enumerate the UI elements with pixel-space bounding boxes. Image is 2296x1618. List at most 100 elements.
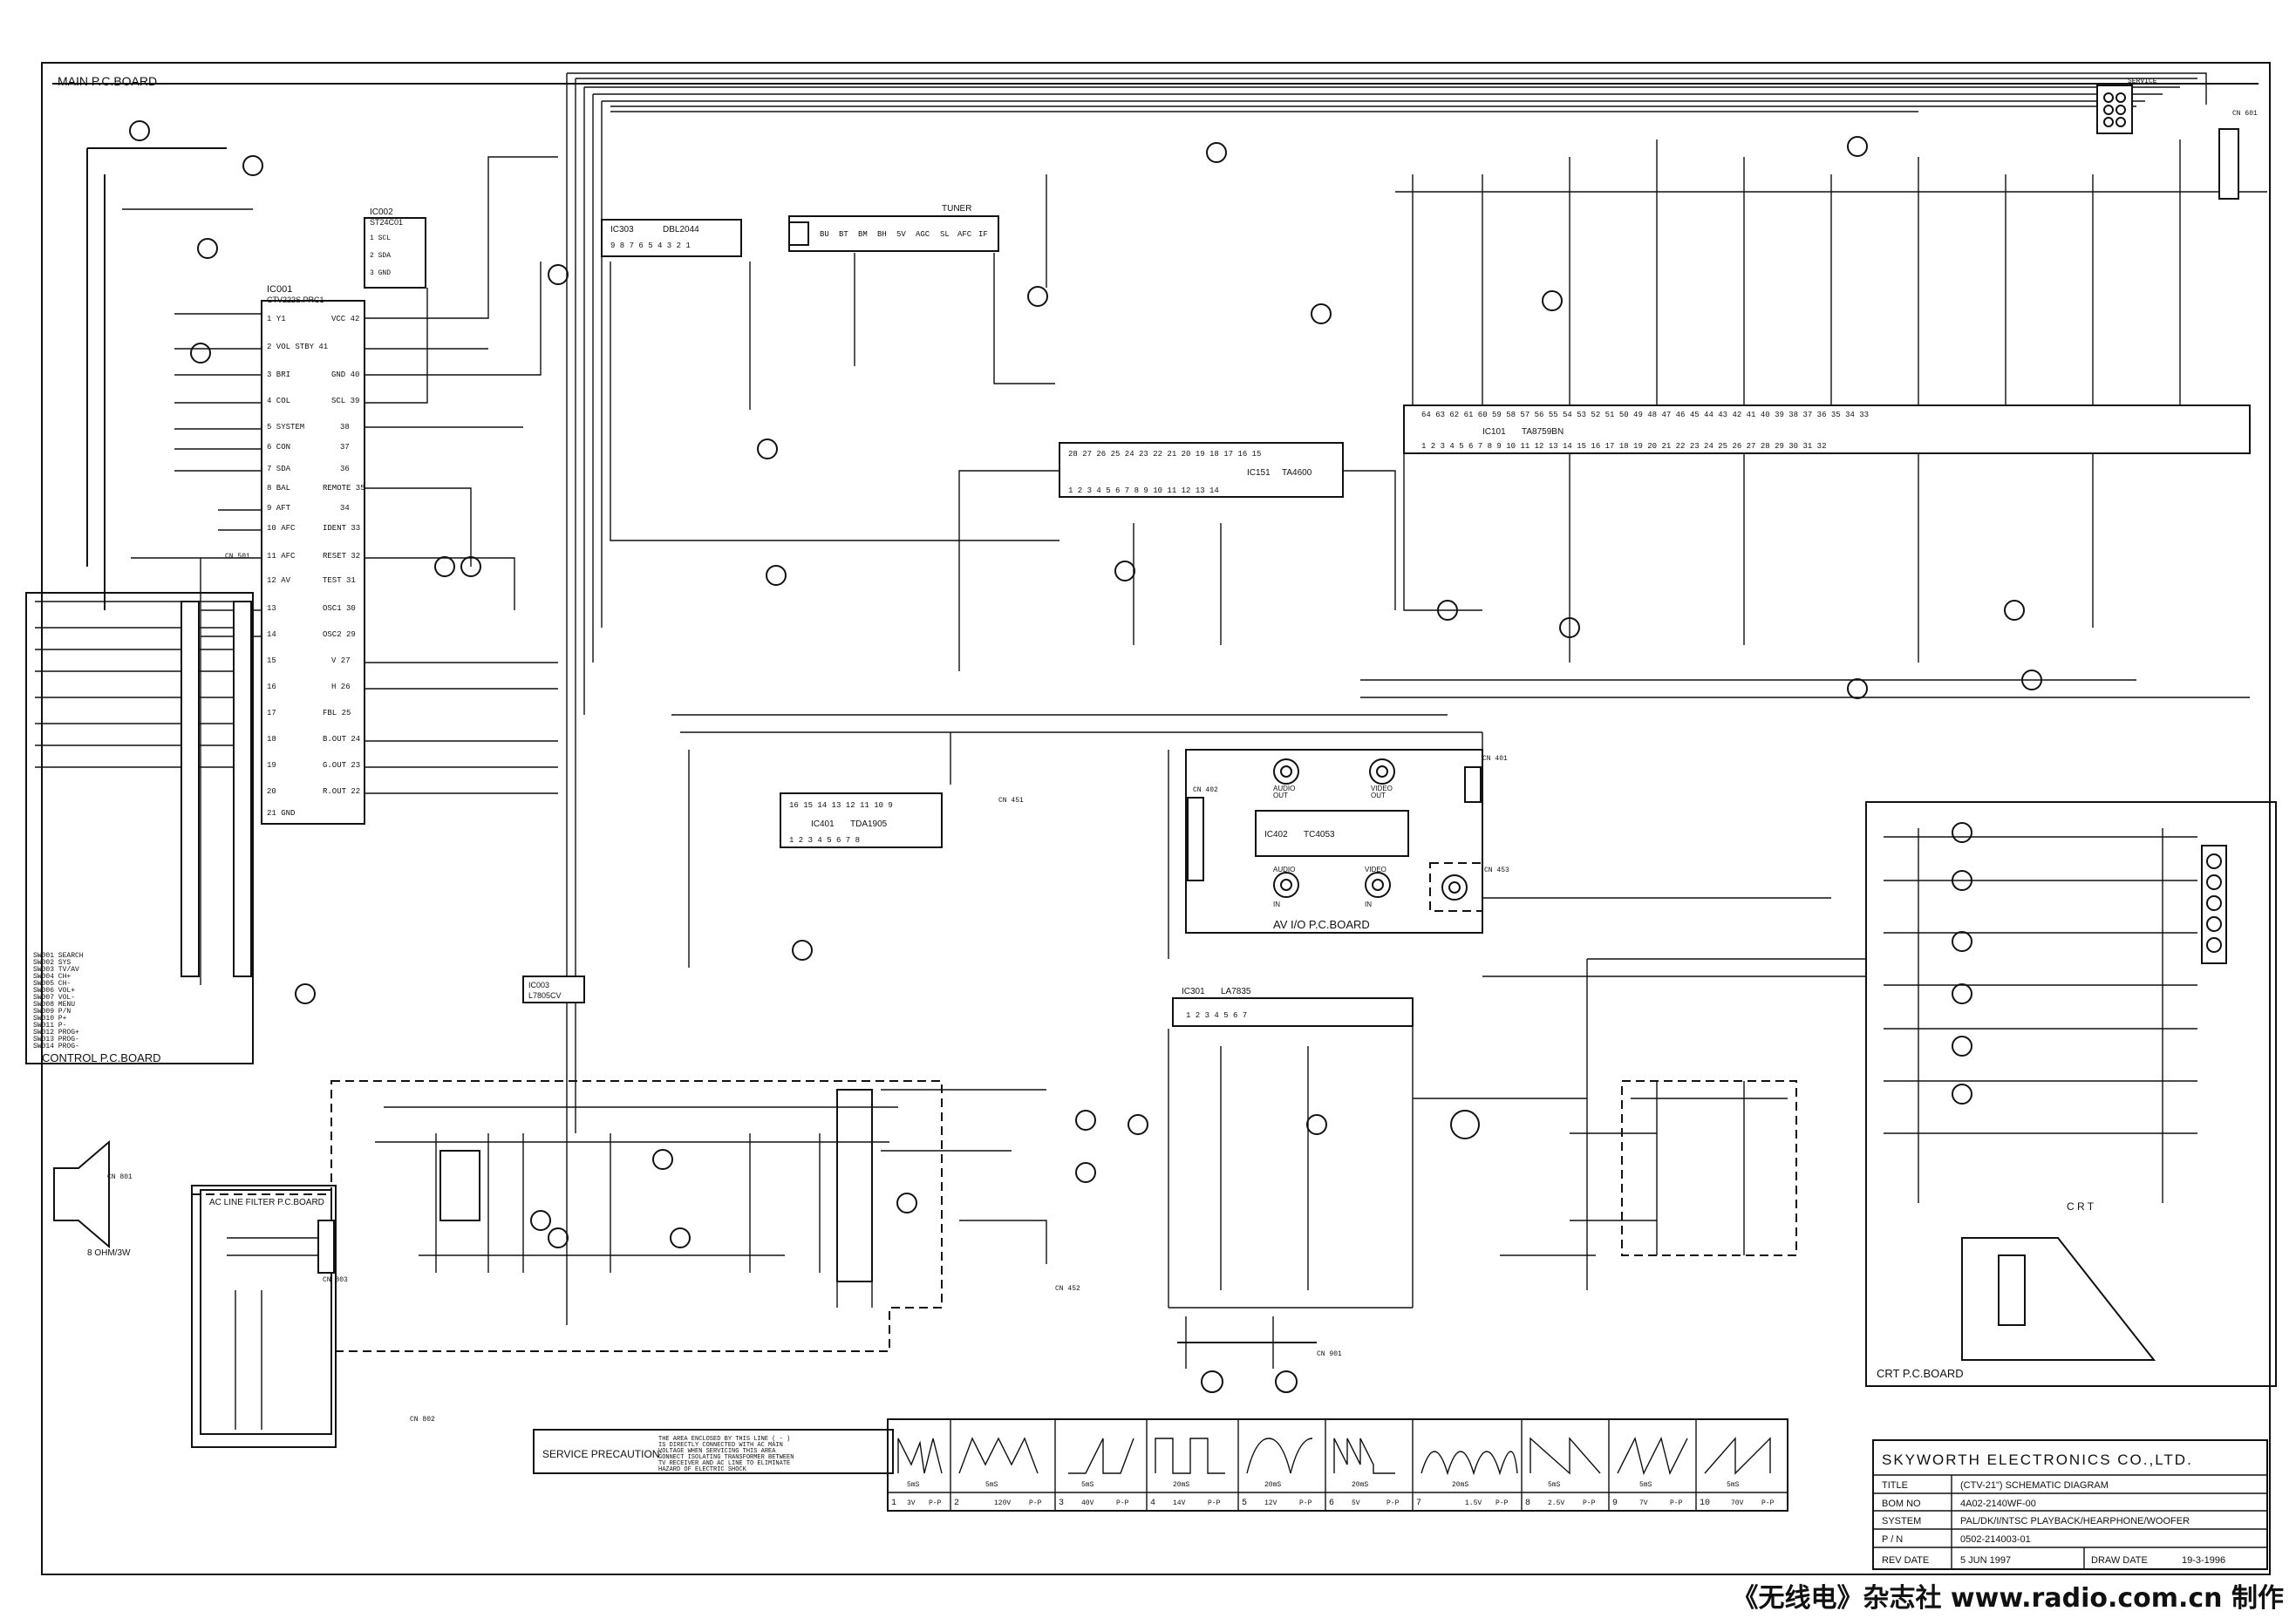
svg-text:H 26: H 26: [331, 683, 351, 691]
svg-text:15: 15: [267, 656, 276, 665]
svg-text:18: 18: [267, 735, 276, 744]
svg-text:5mS: 5mS: [985, 1481, 998, 1489]
svg-text:BM: BM: [858, 230, 868, 239]
svg-text:CONNECT ISOLATING TRANSFORMER: CONNECT ISOLATING TRANSFORMER BETWEEN: [658, 1454, 794, 1461]
svg-text:OSC2 29: OSC2 29: [323, 630, 356, 639]
svg-text:HAZARD OF ELECTRIC SHOCK: HAZARD OF ELECTRIC SHOCK: [658, 1466, 747, 1473]
ac-filter-board: AC LINE FILTER P.C.BOARD: [200, 1189, 335, 1435]
transistor-symbols: [129, 120, 2042, 1248]
svg-text:REV DATE: REV DATE: [1882, 1555, 1929, 1566]
svg-text:CRT P.C.BOARD: CRT P.C.BOARD: [1877, 1367, 1964, 1380]
svg-text:1 2 3 4 5 6 7 8: 1 2 3 4 5 6 7 8 9 10 11 12 13 14 15 16 1…: [1421, 442, 1826, 451]
svg-text:TC4053: TC4053: [1304, 830, 1335, 840]
svg-text:34: 34: [340, 504, 350, 513]
svg-text:20mS: 20mS: [1452, 1481, 1468, 1489]
svg-text:11 AFC: 11 AFC: [267, 552, 296, 561]
svg-text:R.OUT 22: R.OUT 22: [323, 787, 360, 796]
svg-text:CTV222S.PRC1: CTV222S.PRC1: [267, 296, 324, 304]
svg-text:IDENT 33: IDENT 33: [323, 524, 360, 533]
svg-text:2 SDA: 2 SDA: [370, 252, 391, 260]
svg-text:3 GND: 3 GND: [370, 269, 391, 277]
svg-text:5mS: 5mS: [1727, 1481, 1740, 1489]
svg-text:SKYWORTH ELECTRONICS CO.,LTD.: SKYWORTH ELECTRONICS CO.,LTD.: [1882, 1451, 2193, 1468]
svg-text:REMOTE 35: REMOTE 35: [323, 484, 365, 493]
svg-text:VCC 42: VCC 42: [331, 315, 359, 323]
svg-text:2 VOL STBY 41: 2 VOL STBY 41: [267, 343, 328, 351]
svg-text:IC303: IC303: [610, 225, 634, 235]
svg-text:5: 5: [1242, 1499, 1247, 1508]
svg-text:FBL 25: FBL 25: [323, 709, 351, 717]
svg-text:SW011 P-: SW011 P-: [33, 1022, 66, 1030]
ic303: IC303 DBL2044 9 8 7 6 5 4 3 2 1: [601, 219, 742, 257]
svg-text:0502-214003-01: 0502-214003-01: [1960, 1534, 2031, 1545]
service-precaution-box: SERVICE PRECAUTION: THE AREA ENCLOSED BY…: [533, 1429, 894, 1474]
svg-text:5mS: 5mS: [1548, 1481, 1561, 1489]
svg-text:LA7835: LA7835: [1221, 987, 1251, 996]
svg-text:CN 451: CN 451: [998, 797, 1024, 805]
svg-text:SW001 SEARCH: SW001 SEARCH: [33, 952, 84, 960]
control-board: CONTROL P.C.BOARD SW001 SEARCH SW002 SYS…: [25, 592, 254, 1064]
svg-text:CN 401: CN 401: [1482, 755, 1508, 763]
svg-text:AV I/O P.C.BOARD: AV I/O P.C.BOARD: [1273, 918, 1370, 931]
svg-text:17: 17: [267, 709, 276, 717]
svg-text:OUT: OUT: [1273, 792, 1288, 799]
svg-text:IC151: IC151: [1247, 468, 1271, 478]
svg-text:SW012 PROG+: SW012 PROG+: [33, 1029, 79, 1037]
svg-text:TEST 31: TEST 31: [323, 576, 356, 585]
svg-text:IN: IN: [1273, 901, 1280, 908]
svg-text:20: 20: [267, 787, 276, 796]
svg-text:SW013 PROG-: SW013 PROG-: [33, 1036, 79, 1044]
svg-text:TA4600: TA4600: [1282, 468, 1312, 478]
svg-text:ST24C01: ST24C01: [370, 218, 403, 227]
svg-text:2.5V: 2.5V: [1548, 1499, 1564, 1507]
main-board-label: MAIN P.C.BOARD: [58, 74, 157, 88]
svg-text:BOM NO: BOM NO: [1882, 1499, 1921, 1509]
svg-text:1 Y1: 1 Y1: [267, 315, 286, 323]
connector-labels: CN 401 CN 402 CN 451 CN 452 CN 453 CN 60…: [107, 78, 2258, 1424]
svg-text:BH: BH: [877, 230, 887, 239]
svg-text:1 SCL: 1 SCL: [370, 235, 391, 242]
svg-text:AC LINE FILTER P.C.BOARD: AC LINE FILTER P.C.BOARD: [209, 1198, 324, 1207]
svg-text:P / N: P / N: [1882, 1534, 1903, 1545]
svg-text:SW005 CH-: SW005 CH-: [33, 980, 71, 988]
svg-text:OUT: OUT: [1371, 792, 1386, 799]
svg-text:2: 2: [954, 1499, 959, 1508]
svg-text:BT: BT: [839, 230, 848, 239]
ic003-regulator: IC003 L7805CV: [522, 976, 585, 1003]
svg-text:RESET 32: RESET 32: [323, 552, 360, 561]
svg-text:CN 402: CN 402: [1193, 786, 1218, 794]
svg-text:P-P: P-P: [1299, 1499, 1312, 1507]
svg-text:TUNER: TUNER: [942, 204, 971, 214]
svg-text:19-3-1996: 19-3-1996: [2182, 1555, 2225, 1566]
deflection-wiring: [1168, 958, 1866, 1393]
svg-text:4 COL: 4 COL: [267, 397, 290, 405]
svg-text:V 27: V 27: [331, 656, 351, 665]
svg-text:IC101: IC101: [1482, 427, 1506, 437]
svg-text:CN 901: CN 901: [1317, 1350, 1342, 1358]
svg-text:TA8759BN: TA8759BN: [1522, 427, 1564, 437]
svg-text:SCL 39: SCL 39: [331, 397, 359, 405]
svg-text:IS DIRECTLY CONNECTED WITH AC: IS DIRECTLY CONNECTED WITH AC MAIN: [658, 1442, 783, 1449]
svg-text:GND 40: GND 40: [331, 371, 359, 379]
svg-text:7: 7: [1416, 1499, 1421, 1508]
title-block: SKYWORTH ELECTRONICS CO.,LTD. TITLE (CTV…: [1872, 1439, 2268, 1570]
ic301-vertical-output: IC301 LA7835 1 2 3 4 5 6 7: [1172, 987, 1414, 1027]
svg-text:PAL/DK/I/NTSC PLAYBACK/HEARPHO: PAL/DK/I/NTSC PLAYBACK/HEARPHONE/WOOFER: [1960, 1516, 2190, 1526]
svg-text:5mS: 5mS: [1081, 1481, 1094, 1489]
svg-text:SW009 P/N: SW009 P/N: [33, 1008, 71, 1016]
svg-text:SW002 SYS: SW002 SYS: [33, 959, 71, 967]
svg-text:P-P: P-P: [1386, 1499, 1400, 1507]
control-board-label: CONTROL P.C.BOARD: [42, 1051, 161, 1064]
svg-text:36: 36: [340, 465, 350, 473]
svg-text:CN 453: CN 453: [1484, 867, 1509, 874]
svg-text:P-P: P-P: [929, 1499, 942, 1507]
svg-text:13: 13: [267, 604, 276, 613]
svg-text:37: 37: [340, 443, 350, 452]
svg-text:16 15 14 13 12 11 10 9: 16 15 14 13 12 11 10 9: [789, 801, 893, 810]
svg-text:IC003: IC003: [528, 981, 549, 989]
svg-text:14V: 14V: [1173, 1499, 1186, 1507]
svg-text:70V: 70V: [1731, 1499, 1744, 1507]
svg-text:3 BRI: 3 BRI: [267, 371, 290, 379]
svg-text:TITLE: TITLE: [1882, 1480, 1908, 1491]
